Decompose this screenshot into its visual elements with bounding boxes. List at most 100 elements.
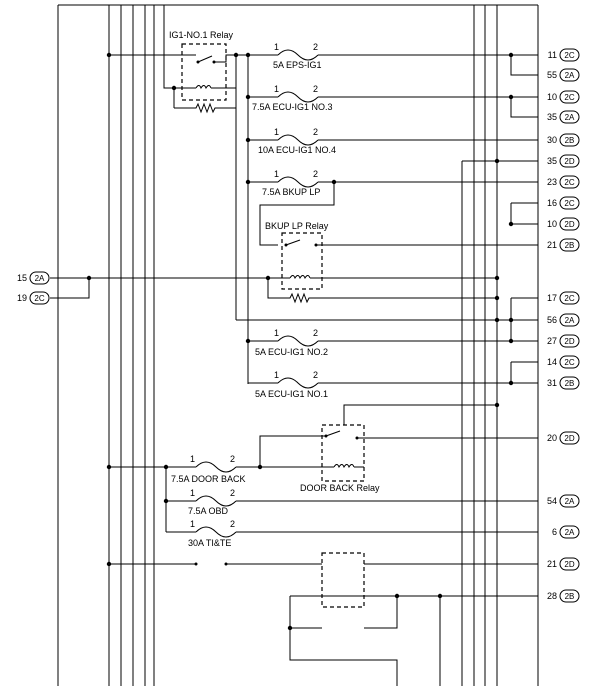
right-connector-pin: 55 xyxy=(547,70,557,80)
fuse-eps-ig1: 1 2 5A EPS-IG1 xyxy=(248,42,538,76)
right-connector-id: 2D xyxy=(564,560,574,569)
fuse-bkup-lp: 1 2 7.5A BKUP LP xyxy=(248,169,538,197)
svg-text:2: 2 xyxy=(230,454,235,464)
right-connector-pin: 17 xyxy=(547,293,557,303)
svg-text:1: 1 xyxy=(190,519,195,529)
right-connector-id: 2A xyxy=(565,316,575,325)
right-connector-pin: 28 xyxy=(547,591,557,601)
svg-text:2: 2 xyxy=(313,127,318,137)
right-connector-id: 2A xyxy=(565,71,575,80)
svg-text:7.5A BKUP LP: 7.5A BKUP LP xyxy=(262,187,320,197)
svg-text:1: 1 xyxy=(274,127,279,137)
left-connector-0: 15 2A xyxy=(17,271,50,285)
right-connector-id: 2C xyxy=(564,294,574,303)
svg-text:2: 2 xyxy=(313,42,318,52)
right-connector-3: 35 2A xyxy=(547,110,580,124)
right-connector-id: 2B xyxy=(565,241,575,250)
svg-text:2: 2 xyxy=(313,370,318,380)
right-connector-id: 2A xyxy=(565,113,575,122)
bkup-lp-relay-box xyxy=(281,232,323,290)
svg-text:2: 2 xyxy=(313,328,318,338)
right-connector-pin: 14 xyxy=(547,357,557,367)
left-connector-1: 19 2C xyxy=(17,291,50,305)
right-connector-id: 2A xyxy=(565,497,575,506)
right-connector-4: 30 2B xyxy=(547,133,580,147)
right-connector-pin: 30 xyxy=(547,135,557,145)
right-connector-1: 55 2A xyxy=(547,68,580,82)
right-connector-id: 2C xyxy=(564,199,574,208)
svg-text:1: 1 xyxy=(190,454,195,464)
right-connector-17: 6 2A xyxy=(552,525,580,539)
right-connector-pin: 21 xyxy=(547,240,557,250)
right-connector-pin: 20 xyxy=(547,433,557,443)
svg-text:1: 1 xyxy=(190,488,195,498)
right-connector-11: 56 2A xyxy=(547,313,580,327)
svg-text:2: 2 xyxy=(313,84,318,94)
left-connector-pin: 15 xyxy=(17,273,27,283)
svg-text:2: 2 xyxy=(230,488,235,498)
fuse-ecu-ig1-no4: 1 2 10A ECU-IG1 NO.4 xyxy=(248,127,538,155)
svg-text:1: 1 xyxy=(274,169,279,179)
right-connector-pin: 35 xyxy=(547,156,557,166)
right-connector-pin: 56 xyxy=(547,315,557,325)
right-connector-id: 2B xyxy=(565,136,575,145)
right-connector-pin: 10 xyxy=(547,219,557,229)
fuse-ecu-ig1-no2: 1 2 5A ECU-IG1 NO.2 xyxy=(248,328,538,357)
svg-text:7.5A ECU-IG1 NO.3: 7.5A ECU-IG1 NO.3 xyxy=(252,102,333,112)
right-connector-id: 2C xyxy=(564,358,574,367)
right-bus-lines xyxy=(473,5,498,686)
right-connector-pin: 54 xyxy=(547,496,557,506)
left-connector-id: 2C xyxy=(34,294,44,303)
door-back-relay-label: DOOR BACK Relay xyxy=(300,483,380,493)
right-connector-pin: 11 xyxy=(548,50,557,60)
right-connector-13: 14 2C xyxy=(547,355,580,369)
left-connector-id: 2A xyxy=(35,274,45,283)
right-connector-pin: 16 xyxy=(547,198,557,208)
svg-text:1: 1 xyxy=(274,328,279,338)
right-connector-id: 2D xyxy=(564,434,574,443)
svg-text:1: 1 xyxy=(274,370,279,380)
left-connector-labels: 15 2A 19 2C xyxy=(17,271,50,305)
ig1-no1-relay-label: IG1-NO.1 Relay xyxy=(169,30,234,40)
left-bus-lines xyxy=(108,5,174,686)
right-connector-12: 27 2D xyxy=(547,334,580,348)
svg-text:2: 2 xyxy=(313,169,318,179)
right-connector-id: 2C xyxy=(564,51,574,60)
fuse-door-back: 1 2 7.5A DOOR BACK xyxy=(109,454,260,484)
svg-text:5A ECU-IG1 NO.1: 5A ECU-IG1 NO.1 xyxy=(255,389,328,399)
right-connector-9: 21 2B xyxy=(547,238,580,252)
right-connector-pin: 35 xyxy=(547,112,557,122)
right-connector-19: 28 2B xyxy=(547,589,580,603)
right-connector-pin: 27 xyxy=(547,336,557,346)
bkup-lp-relay-label: BKUP LP Relay xyxy=(265,221,329,231)
svg-text:7.5A OBD: 7.5A OBD xyxy=(188,506,229,516)
right-connector-8: 10 2D xyxy=(547,217,580,231)
right-connector-pin: 31 xyxy=(547,378,557,388)
left-connector-pin: 19 xyxy=(17,293,27,303)
right-connector-0: 11 2C xyxy=(548,48,580,62)
right-connector-id: 2C xyxy=(564,178,574,187)
ig1-no1-relay-box xyxy=(181,43,227,101)
svg-text:30A TI&TE: 30A TI&TE xyxy=(188,538,231,548)
fuse-ecu-ig1-no1: 1 2 5A ECU-IG1 NO.1 xyxy=(248,370,538,399)
right-connector-id: 2D xyxy=(564,337,574,346)
svg-text:1: 1 xyxy=(274,84,279,94)
right-connector-id: 2B xyxy=(565,592,575,601)
right-connector-pin: 10 xyxy=(547,92,557,102)
right-connector-pin: 6 xyxy=(552,527,557,537)
door-back-relay-box xyxy=(321,424,365,482)
right-connector-id: 2A xyxy=(565,528,575,537)
right-connector-id: 2D xyxy=(564,220,574,229)
fuse-ti-te: 1 2 30A TI&TE xyxy=(166,519,538,548)
right-connector-15: 20 2D xyxy=(547,431,580,445)
svg-text:5A EPS-IG1: 5A EPS-IG1 xyxy=(273,60,322,70)
right-connector-id: 2B xyxy=(565,379,575,388)
right-connector-14: 31 2B xyxy=(547,376,580,390)
svg-text:10A ECU-IG1 NO.4: 10A ECU-IG1 NO.4 xyxy=(258,145,336,155)
